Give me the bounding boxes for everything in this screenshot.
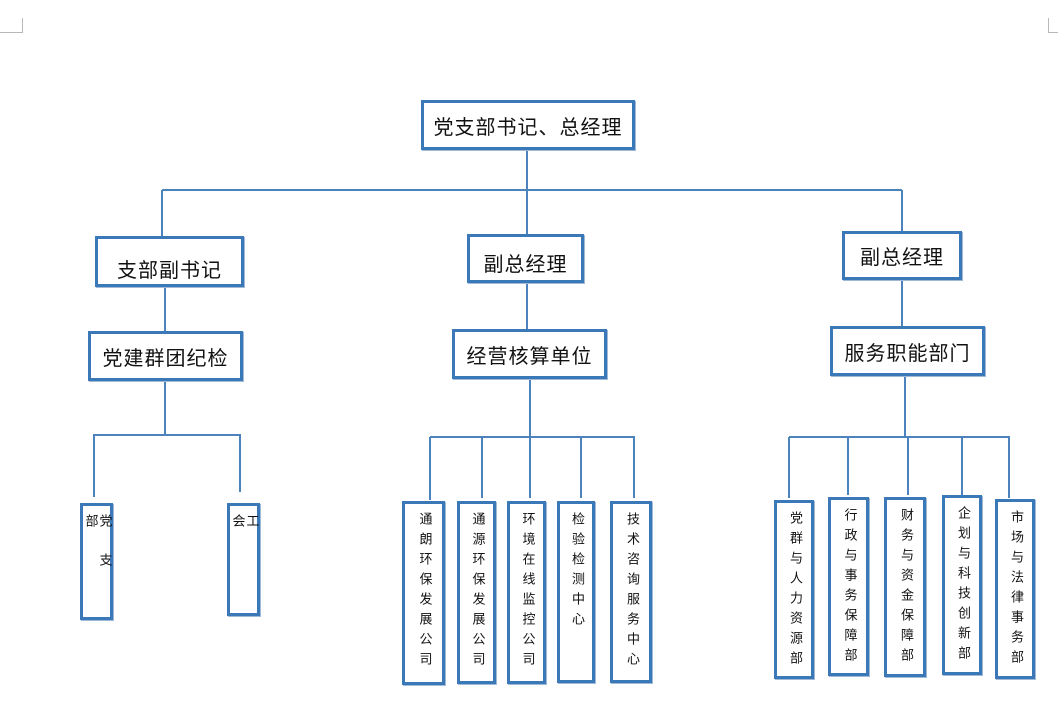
unit-box-legal-dept: 市场与法律事务部 [995, 499, 1035, 679]
unit-label-tongyuan-env: 通源环保发展公司 [469, 512, 485, 672]
group-label-branch-1: 党建群团纪检 [102, 345, 229, 370]
group-box-branch-1: 党建群团纪检 [88, 331, 243, 381]
unit-label-hr-dept: 党群与人力资源部 [787, 511, 802, 671]
unit-label-tonglang-env: 通朗环保发展公司 [416, 512, 432, 672]
root-box: 党支部书记、总经理 [421, 100, 635, 150]
unit-box-tongyuan-env: 通源环保发展公司 [457, 501, 496, 684]
group-label-branch-3: 服务职能部门 [844, 340, 971, 365]
unit-label-admin-dept: 行政与事务保障部 [841, 508, 857, 668]
unit-label-trade-union: 工会 [229, 514, 259, 567]
head-label-branch-1: 支部副书记 [117, 258, 222, 282]
crop-mark-top-right [1048, 18, 1058, 33]
unit-label-planning-dept: 企划与科技创新部 [955, 506, 970, 666]
unit-box-party-branch: 党支部 [80, 503, 113, 620]
head-label-branch-3: 副总经理 [860, 245, 944, 269]
unit-box-tech-consulting: 技术咨询服务中心 [610, 501, 652, 683]
root-label: 党支部书记、总经理 [433, 114, 623, 139]
head-box-branch-1: 支部副书记 [95, 236, 244, 287]
unit-box-planning-dept: 企划与科技创新部 [942, 495, 982, 675]
unit-box-inspection-center: 检验检测中心 [557, 501, 595, 683]
head-box-branch-3: 副总经理 [842, 231, 962, 280]
unit-box-admin-dept: 行政与事务保障部 [828, 497, 869, 676]
unit-box-finance-dept: 财务与资金保障部 [884, 497, 926, 677]
unit-label-party-branch: 党支部 [82, 514, 112, 592]
head-box-branch-2: 副总经理 [467, 234, 584, 283]
unit-label-tech-consulting: 技术咨询服务中心 [624, 512, 639, 672]
unit-box-trade-union: 工会 [227, 503, 260, 616]
crop-mark-top-left [0, 18, 23, 33]
head-label-branch-2: 副总经理 [483, 252, 568, 276]
group-label-branch-2: 经营核算单位 [466, 343, 593, 368]
unit-label-online-monitoring: 环境在线监控公司 [519, 512, 535, 672]
unit-box-hr-dept: 党群与人力资源部 [774, 500, 814, 679]
group-box-branch-2: 经营核算单位 [452, 329, 607, 379]
unit-box-online-monitoring: 环境在线监控公司 [507, 501, 546, 684]
unit-box-tonglang-env: 通朗环保发展公司 [402, 501, 445, 685]
unit-label-finance-dept: 财务与资金保障部 [898, 508, 913, 668]
unit-label-inspection-center: 检验检测中心 [569, 512, 584, 632]
group-box-branch-3: 服务职能部门 [830, 326, 985, 376]
unit-label-legal-dept: 市场与法律事务部 [1008, 510, 1023, 670]
